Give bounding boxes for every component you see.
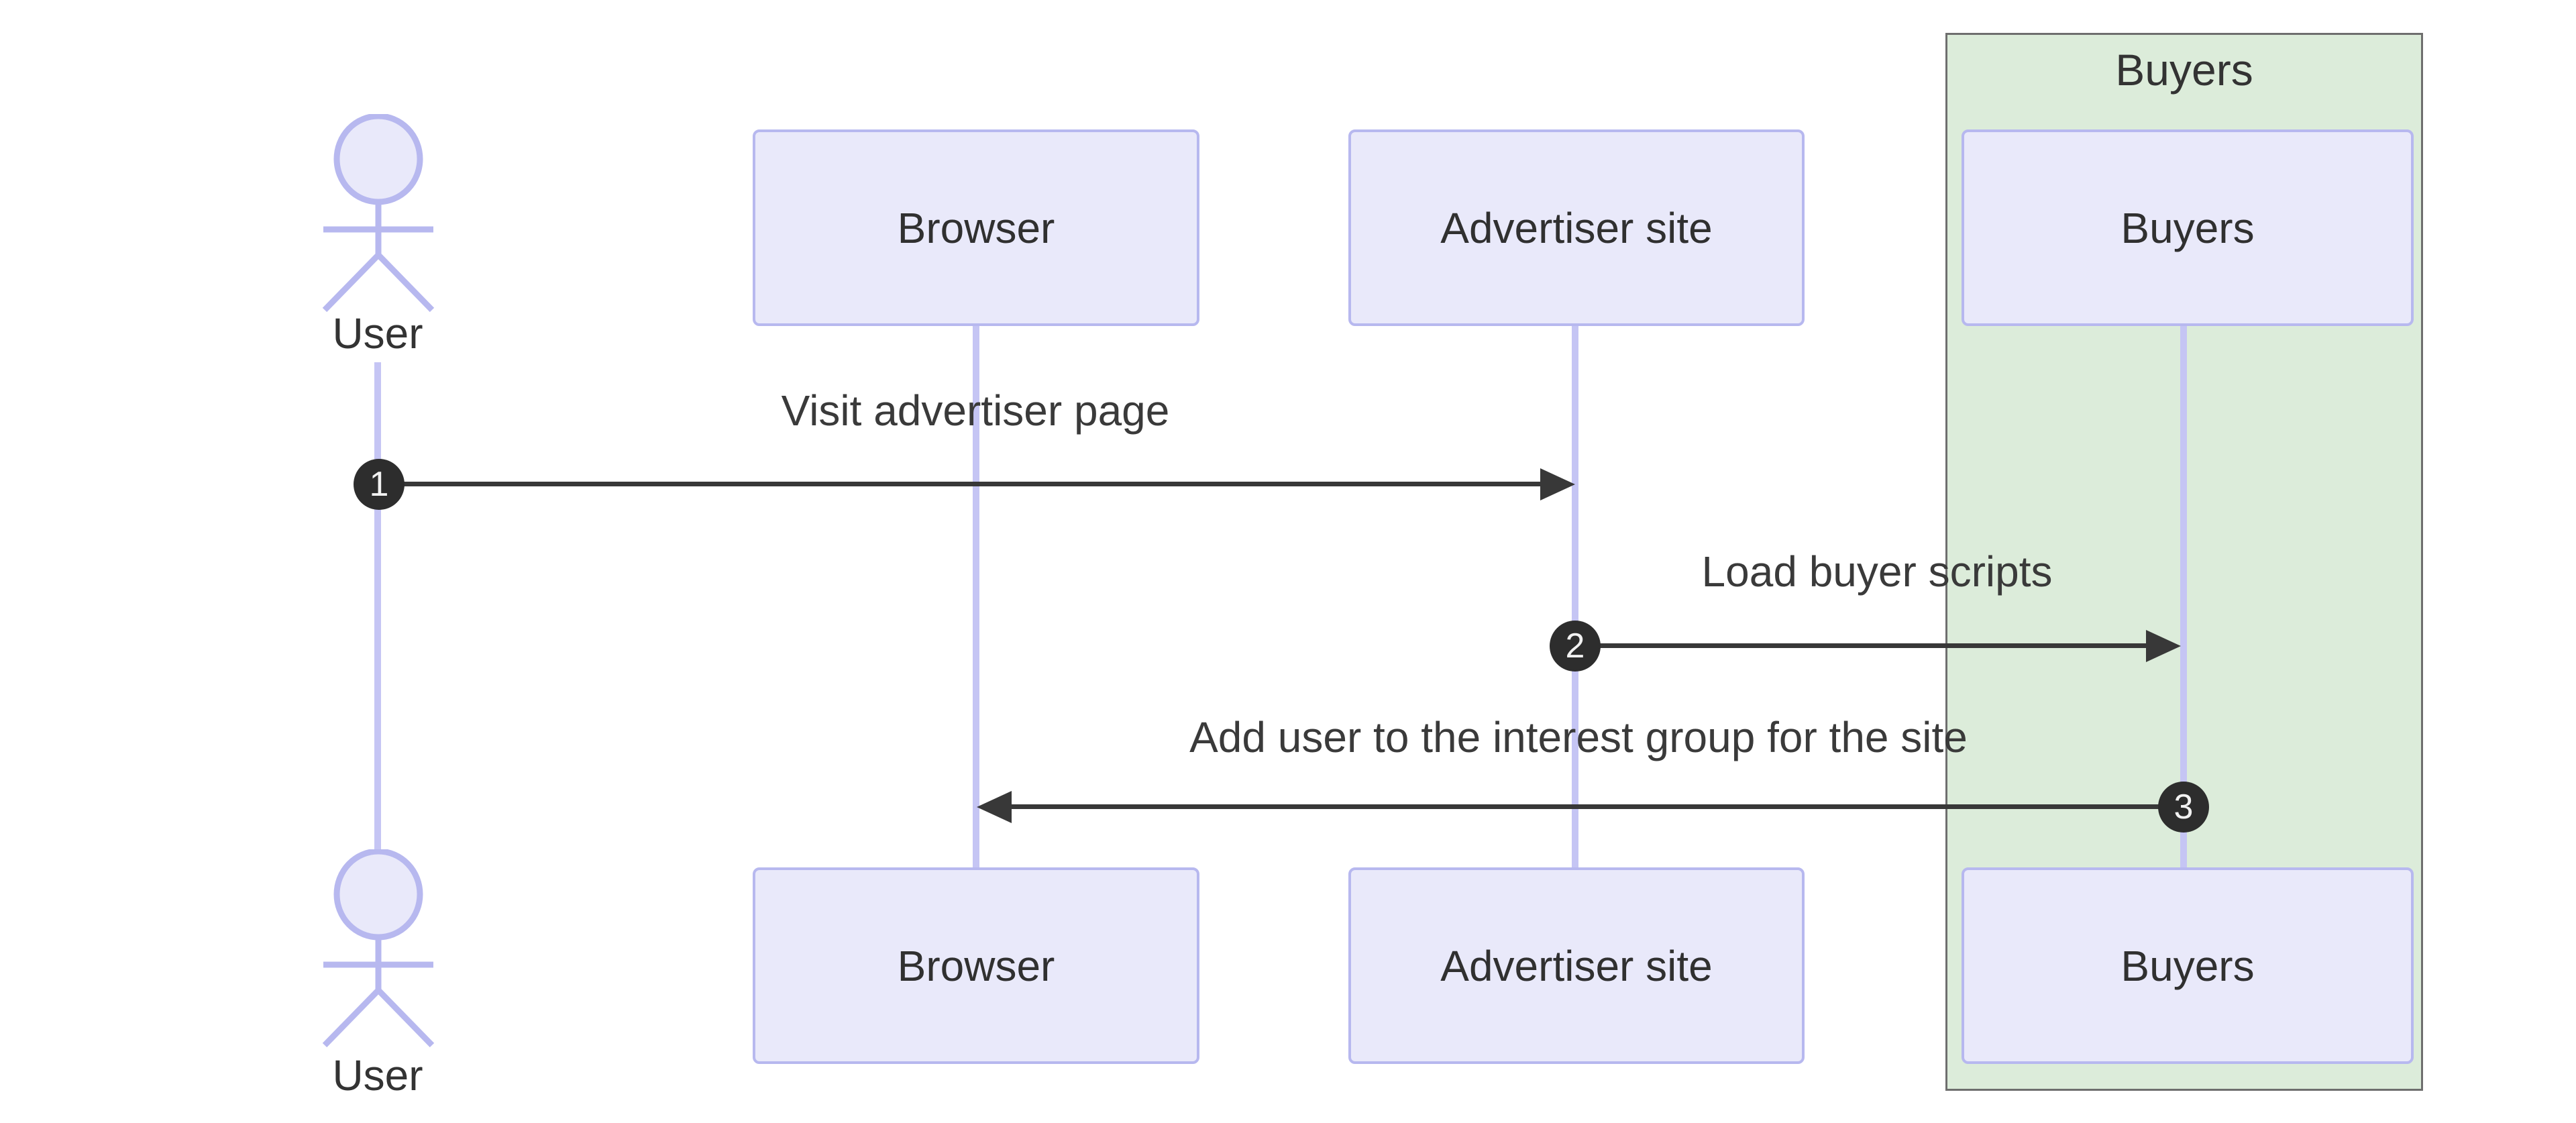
actor-label-user-bottom: User [332, 1051, 423, 1100]
participant-label-buyers-bottom: Buyers [2121, 941, 2255, 990]
actor-icon-user-top [322, 114, 435, 313]
participant-label-browser-top: Browser [897, 203, 1055, 252]
message-text-3: Add user to the interest group for the s… [1189, 713, 1968, 761]
participant-label-buyers-top: Buyers [2121, 203, 2255, 252]
participant-label-browser-bottom: Browser [897, 941, 1055, 990]
message-line-2 [1575, 643, 2149, 648]
arrowhead-icon-2 [2146, 630, 2181, 662]
participant-label-advertiser-bottom: Advertiser site [1440, 941, 1713, 990]
participant-box-browser-top: Browser [753, 129, 1199, 326]
actor-icon-user-bottom [322, 849, 435, 1048]
sequence-number-badge-3: 3 [2158, 782, 2209, 833]
group-title: Buyers [2115, 45, 2253, 95]
actor-label-user-top: User [332, 309, 423, 358]
participant-label-advertiser-top: Advertiser site [1440, 203, 1713, 252]
participant-box-advertiser-top: Advertiser site [1348, 129, 1805, 326]
message-text-1: Visit advertiser page [781, 386, 1170, 435]
arrowhead-icon-1 [1540, 468, 1575, 500]
message-text-2: Load buyer scripts [1701, 547, 2053, 596]
participant-box-browser-bottom: Browser [753, 867, 1199, 1064]
participant-box-buyers-top: Buyers [1962, 129, 2414, 326]
arrowhead-icon-3 [977, 791, 1012, 823]
sequence-number-badge-1: 1 [354, 459, 405, 510]
lifeline-user [374, 362, 381, 851]
lifeline-advertiser [1572, 326, 1578, 867]
sequence-number-badge-2: 2 [1550, 621, 1601, 672]
message-line-3 [1012, 804, 2184, 809]
participant-box-buyers-bottom: Buyers [1962, 867, 2414, 1064]
lifeline-browser [973, 326, 979, 867]
message-line-1 [378, 482, 1541, 486]
participant-box-advertiser-bottom: Advertiser site [1348, 867, 1805, 1064]
lifeline-buyers [2180, 326, 2187, 867]
